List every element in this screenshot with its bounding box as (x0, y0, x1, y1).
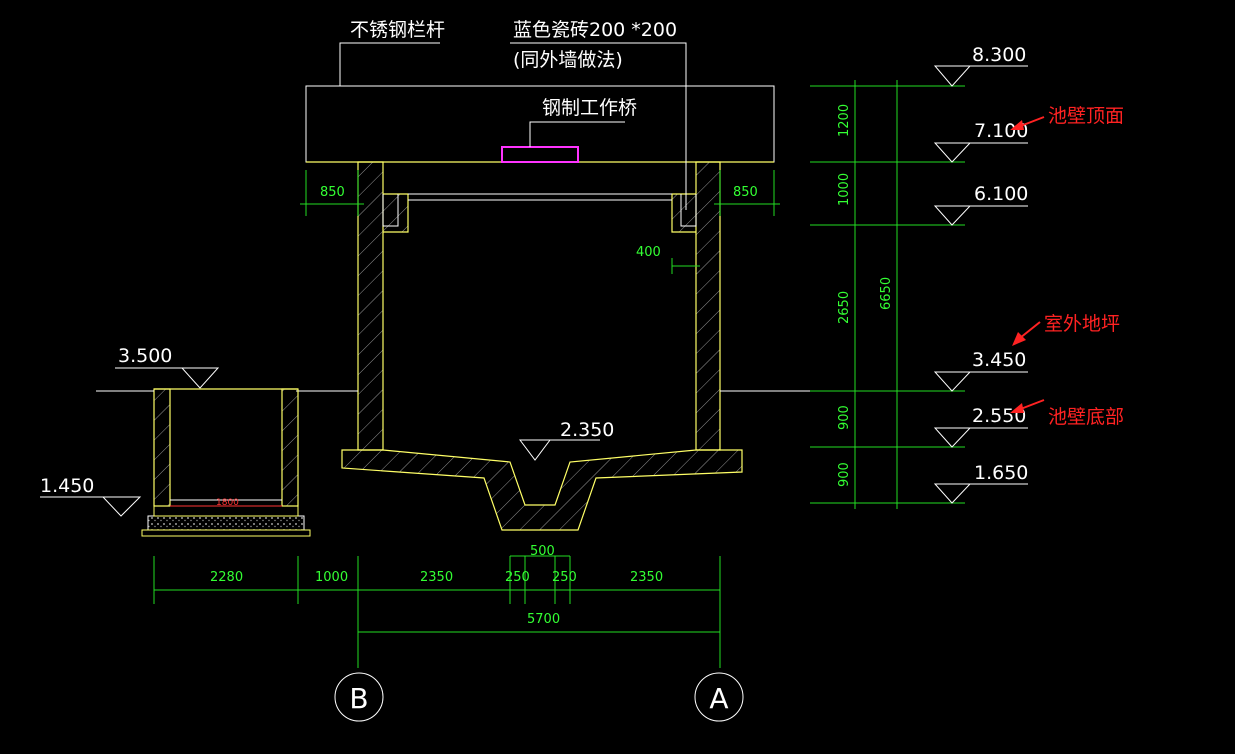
bottom-slab (341, 449, 743, 531)
dim-250-left: 250 (505, 570, 530, 585)
elev-3450: 3.450 (972, 349, 1026, 371)
dim-v-1000: 1000 (837, 173, 852, 206)
elev-7100: 7.100 (974, 120, 1028, 142)
axis-a-bubble (694, 672, 744, 722)
axis-b-label: B (349, 682, 368, 715)
side-dims (300, 170, 780, 274)
annot-ground: 室外地坪 (1044, 313, 1120, 335)
bridge-leader (529, 121, 625, 147)
pit-base (147, 515, 305, 531)
dim-v-1200: 1200 (837, 104, 852, 137)
elev-2350: 2.350 (560, 419, 614, 441)
dim-400: 400 (636, 245, 661, 260)
pit-right-wall (281, 388, 299, 507)
elev-8300: 8.300 (972, 44, 1026, 66)
elev-2550: 2.550 (972, 405, 1026, 427)
bridge-label: 钢制工作桥 (542, 97, 637, 119)
tile-note-label: (同外墙做法) (513, 49, 623, 71)
top-slab (305, 85, 775, 163)
dim-850-left: 850 (320, 185, 345, 200)
right-channel (680, 194, 697, 227)
elev-1450: 1.450 (40, 475, 94, 497)
dim-250-right: 250 (552, 570, 577, 585)
bottom-dims (153, 555, 721, 668)
railing-label: 不锈钢栏杆 (350, 19, 445, 41)
tank-section (296, 85, 810, 531)
tile-leader (510, 42, 687, 210)
pit-width-1800: 1800 (216, 498, 239, 508)
annot-wall-top: 池壁顶面 (1048, 105, 1124, 127)
elev-6100: 6.100 (974, 183, 1028, 205)
annot-wall-bottom: 池壁底部 (1048, 406, 1124, 428)
dim-v-900a: 900 (837, 405, 852, 430)
dim-2350-right: 2350 (630, 570, 663, 585)
dim-2350-left: 2350 (420, 570, 453, 585)
small-pit (96, 388, 311, 537)
elev-3500-marker (115, 367, 220, 389)
pit-left-wall (153, 388, 171, 507)
dim-v-6650: 6650 (879, 277, 894, 310)
axis-b-bubble (334, 672, 384, 722)
dim-850-right: 850 (733, 185, 758, 200)
elev-1650: 1.650 (974, 462, 1028, 484)
dim-5700: 5700 (527, 612, 560, 627)
right-elevation-column (810, 65, 1028, 509)
elev-3500: 3.500 (118, 345, 172, 367)
steel-bridge (501, 146, 579, 163)
red-arrows (1010, 116, 1045, 413)
tile-label: 蓝色瓷砖200 *200 (513, 19, 677, 41)
dim-2280: 2280 (210, 570, 243, 585)
dim-v-900b: 900 (837, 462, 852, 487)
elev-2350-marker (519, 439, 600, 461)
axis-a-label: A (709, 682, 728, 715)
railing-leader (339, 42, 440, 86)
top-leaders (339, 42, 687, 210)
dim-v-2650: 2650 (837, 291, 852, 324)
left-channel (382, 194, 399, 227)
dim-500: 500 (530, 544, 555, 559)
dim-1000: 1000 (315, 570, 348, 585)
elev-1450-marker (40, 496, 142, 517)
